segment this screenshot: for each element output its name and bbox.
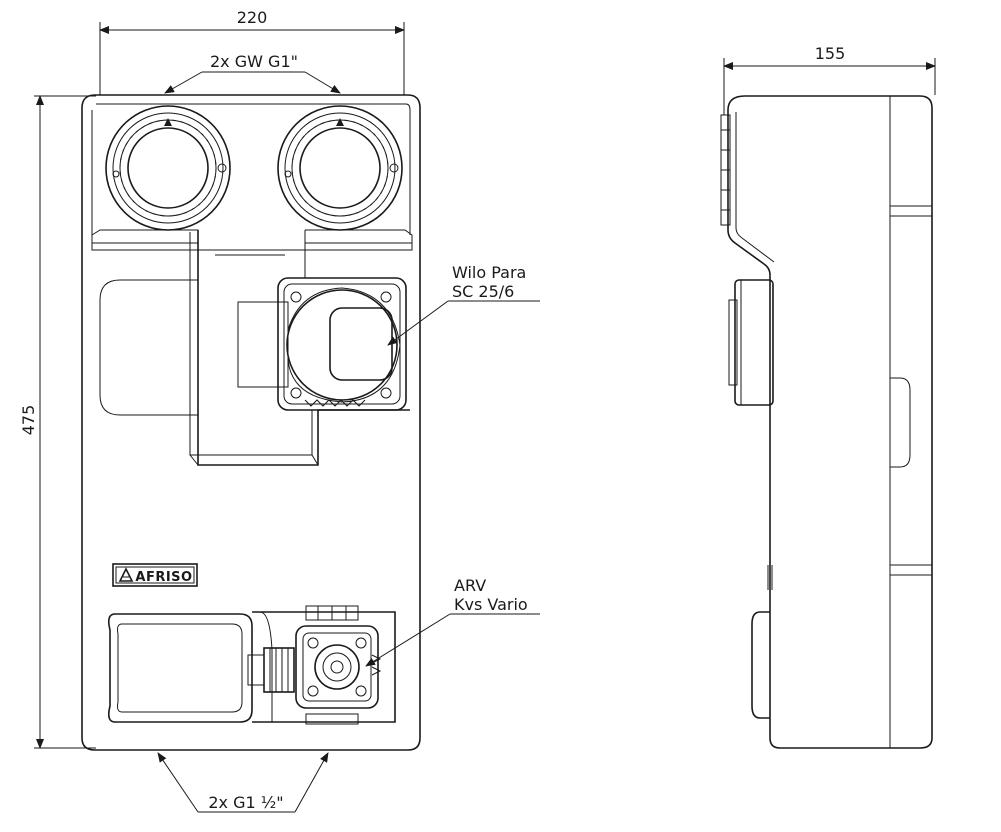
side-valve-block	[751, 611, 770, 719]
pump-label-line1: Wilo Para	[452, 263, 526, 282]
circulation-pump	[237, 277, 407, 411]
depth-dimension: 155	[723, 44, 936, 115]
side-pump-block	[728, 279, 774, 406]
pump-label-line2: SC 25/6	[452, 282, 514, 301]
side-view: 155	[720, 44, 936, 749]
depth-dimension-label: 155	[815, 44, 846, 63]
height-dimension: 475	[19, 95, 96, 749]
right-shutoff-knob	[277, 105, 403, 231]
width-dimension: 220	[99, 8, 405, 95]
side-knob-ribs	[720, 114, 731, 226]
height-dimension-label: 475	[19, 405, 38, 436]
left-pipe-cutout	[99, 279, 198, 416]
bottom-connection-callout: 2x G1 ½"	[157, 752, 329, 813]
front-view: 220 475 2x GW G1"	[19, 8, 540, 813]
afriso-logo: AFRISO	[112, 563, 198, 587]
top-connection-label: 2x GW G1"	[210, 52, 298, 71]
top-connection-callout: 2x GW G1"	[164, 52, 341, 94]
valve-callout: ARV Kvs Vario	[365, 576, 540, 667]
mixing-valve-assembly	[108, 605, 396, 725]
pump-callout: Wilo Para SC 25/6	[387, 263, 540, 346]
valve-label-line2: Kvs Vario	[454, 595, 528, 614]
bottom-connection-label: 2x G1 ½"	[208, 793, 283, 812]
side-housing-outline	[727, 95, 933, 749]
housing-outline	[81, 94, 421, 751]
left-shutoff-knob	[105, 105, 231, 231]
center-channel	[197, 230, 410, 466]
valve-label-line1: ARV	[454, 576, 486, 595]
width-dimension-label: 220	[237, 8, 268, 27]
afriso-logo-text: AFRISO	[135, 570, 192, 585]
